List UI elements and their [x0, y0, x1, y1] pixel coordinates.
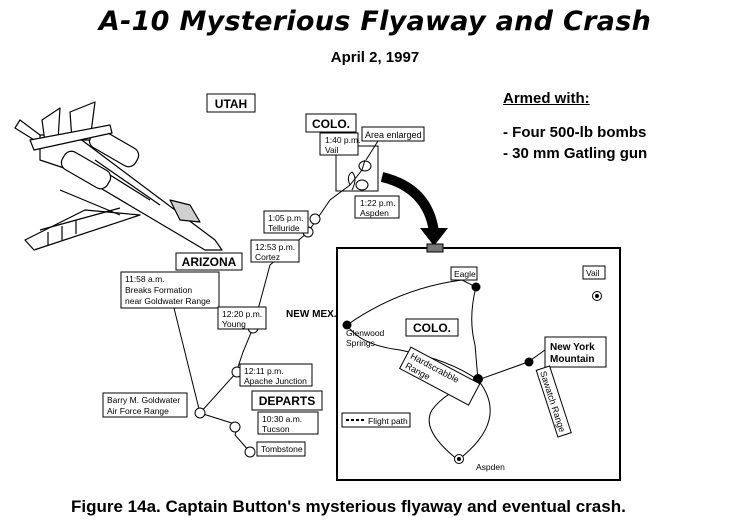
- svg-text:Tucson: Tucson: [262, 424, 290, 434]
- date-label: April 2, 1997: [330, 49, 420, 66]
- svg-text:ARIZONA: ARIZONA: [182, 255, 237, 269]
- armament-item-bombs: - Four 500-lb bombs: [503, 124, 647, 141]
- svg-text:UTAH: UTAH: [215, 97, 247, 111]
- state-arizona-label: ARIZONA: [175, 252, 243, 271]
- detail-vail-label: Vail: [586, 268, 600, 278]
- svg-text:Air Force Range: Air Force Range: [107, 406, 169, 416]
- svg-text:Barry M. Goldwater: Barry M. Goldwater: [107, 395, 180, 405]
- callout-telluride: 1:05 p.m. Telluride: [263, 210, 309, 234]
- svg-text:Telluride: Telluride: [268, 223, 300, 233]
- callout-aspden: 1:22 p.m. Aspden: [354, 195, 400, 219]
- detail-glenwood-label: Glenwood: [346, 328, 385, 338]
- svg-text:1:40 p.m.: 1:40 p.m.: [325, 135, 360, 145]
- svg-text:Tombstone: Tombstone: [261, 444, 303, 454]
- state-new-mex-label: NEW MEX.: [286, 309, 337, 320]
- detail-aspden-label: Aspden: [476, 462, 505, 472]
- armament-heading: Armed with:: [503, 90, 590, 107]
- svg-text:1:05 p.m.: 1:05 p.m.: [268, 213, 303, 223]
- page-title: A-10 Mysterious Flyaway and Crash: [98, 6, 652, 37]
- svg-text:COLO.: COLO.: [312, 117, 350, 131]
- svg-text:DEPARTS: DEPARTS: [259, 394, 315, 408]
- state-colo-label: COLO.: [305, 113, 357, 133]
- callout-breaks-formation: 11:58 a.m. Breaks Formation near Goldwat…: [120, 271, 220, 309]
- detail-map: Eagle Vail COLO. Glenwood Springs Hardsc…: [336, 243, 621, 481]
- zoom-arrow: [380, 172, 448, 246]
- callout-tucson: 10:30 a.m. Tucson: [257, 411, 319, 435]
- figure-caption: Figure 14a. Captain Button's mysterious …: [71, 497, 626, 516]
- svg-text:12:20 p.m.: 12:20 p.m.: [222, 309, 262, 319]
- svg-text:Springs: Springs: [346, 338, 375, 348]
- svg-text:Vail: Vail: [325, 145, 339, 155]
- callout-apache-junction: 12:11 p.m. Apache Junction: [239, 363, 313, 387]
- a10-aircraft-illustration: [14, 101, 223, 251]
- armament-box: Armed with: - Four 500-lb bombs - 30 mm …: [503, 88, 647, 164]
- svg-text:Apache Junction: Apache Junction: [244, 376, 307, 386]
- svg-text:Area enlarged: Area enlarged: [365, 130, 422, 140]
- svg-text:12:53 p.m.: 12:53 p.m.: [255, 242, 295, 252]
- svg-text:near Goldwater Range: near Goldwater Range: [125, 296, 211, 306]
- callout-cortez: 12:53 p.m. Cortez: [250, 239, 300, 263]
- svg-text:11:58 a.m.: 11:58 a.m.: [125, 274, 165, 284]
- svg-text:Cortez: Cortez: [255, 252, 280, 262]
- svg-text:Breaks Formation: Breaks Formation: [125, 285, 192, 295]
- callout-departs: DEPARTS: [251, 390, 323, 411]
- svg-text:Young: Young: [222, 319, 246, 329]
- armament-item-gun: - 30 mm Gatling gun: [503, 145, 648, 162]
- svg-text:Aspden: Aspden: [360, 208, 389, 218]
- svg-text:1:22 p.m.: 1:22 p.m.: [360, 198, 395, 208]
- detail-eagle-label: Eagle: [454, 269, 476, 279]
- svg-text:10:30 a.m.: 10:30 a.m.: [262, 414, 302, 424]
- svg-text:Flight path: Flight path: [368, 416, 408, 426]
- svg-text:12:11 p.m.: 12:11 p.m.: [244, 366, 284, 376]
- callout-tombstone: Tombstone: [256, 441, 306, 457]
- callout-young: 12:20 p.m. Young: [217, 306, 267, 330]
- flight-path-legend: Flight path: [341, 412, 411, 428]
- callout-goldwater-range: Barry M. Goldwater Air Force Range: [102, 392, 188, 418]
- callout-vail: 1:40 p.m. Vail: [319, 132, 360, 156]
- state-utah-label: UTAH: [206, 93, 256, 113]
- detail-new-york-label: New York: [550, 342, 595, 353]
- detail-colo-label: COLO.: [413, 321, 451, 335]
- svg-text:Mountain: Mountain: [550, 354, 594, 365]
